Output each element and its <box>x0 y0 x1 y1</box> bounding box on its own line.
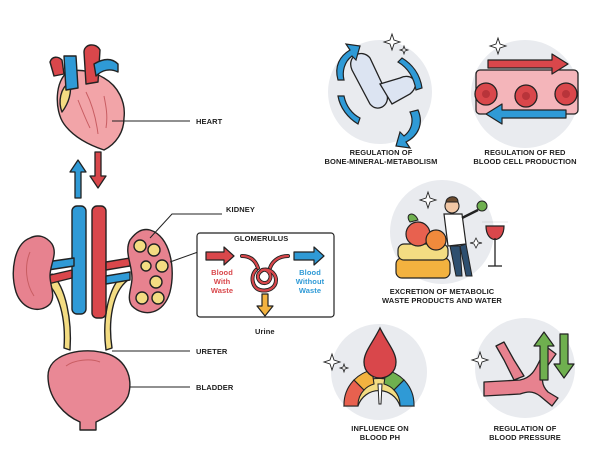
red-blood-cell-icon <box>471 36 579 148</box>
heart-illustration <box>49 44 125 151</box>
leader-lines <box>112 213 222 388</box>
bone-metabolism-icon <box>328 32 432 149</box>
urine-label: Urine <box>255 327 275 336</box>
blood-pressure-icon <box>470 318 575 418</box>
blood-without-waste-label: Blood Without Waste <box>295 268 325 295</box>
metabolic-excretion-icon <box>390 180 508 284</box>
blood-ph-caption: INFLUENCE ON BLOOD PH <box>351 424 409 442</box>
kidney-system-illustration <box>12 205 173 431</box>
glomerulus-label: GLOMERULUS <box>234 234 289 243</box>
ureter-label: URETER <box>196 347 228 356</box>
bladder-label: BLADDER <box>196 383 234 392</box>
blood-pressure-caption: REGULATION OF BLOOD PRESSURE <box>489 424 561 442</box>
bone-metabolism-caption: REGULATION OF BONE-MINERAL-METABOLISM <box>324 148 438 166</box>
kidney-label: KIDNEY <box>226 205 255 214</box>
glomerulus-panel <box>196 232 335 318</box>
circulation-arrows <box>69 151 107 199</box>
red-blood-cell-caption: REGULATION OF RED BLOOD CELL PRODUCTION <box>473 148 577 166</box>
blood-with-waste-label: Blood With Waste <box>210 268 234 295</box>
blood-ph-icon <box>322 324 427 420</box>
heart-label: HEART <box>196 117 223 126</box>
metabolic-excretion-caption: EXCRETION OF METABOLIC WASTE PRODUCTS AN… <box>382 287 502 305</box>
